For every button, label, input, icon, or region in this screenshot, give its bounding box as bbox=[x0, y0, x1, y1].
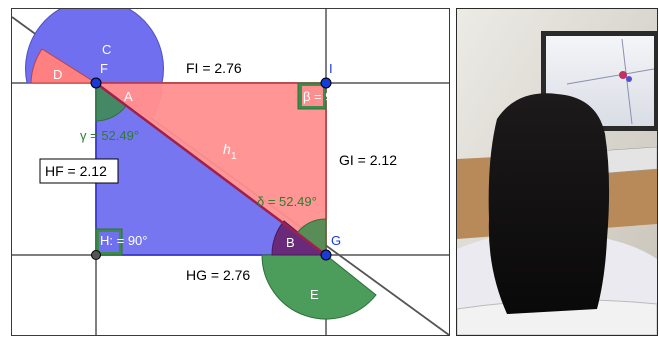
label-angle-beta: β = 90° bbox=[303, 89, 345, 104]
sector-d[interactable] bbox=[30, 48, 98, 84]
label-sector-b: B bbox=[286, 235, 295, 250]
hypotenuse-h1[interactable] bbox=[95, 81, 327, 257]
classroom-photo-drawing bbox=[457, 9, 657, 335]
screen-dot-red bbox=[619, 71, 627, 79]
label-gi: GI = 2.12 bbox=[339, 152, 397, 168]
label-sector-a: A bbox=[124, 89, 133, 104]
geogebra-canvas[interactable]: C D A B E F I G FI = 2.76 GI = 2.12 HF =… bbox=[11, 8, 450, 336]
screen-line-2 bbox=[621, 38, 633, 125]
sector-e[interactable] bbox=[261, 254, 377, 320]
right-angle-h-inner bbox=[99, 232, 119, 252]
label-angle-h: H: = 90° bbox=[100, 233, 147, 248]
point-h[interactable] bbox=[91, 250, 101, 260]
label-angle-delta: δ = 52.49° bbox=[257, 194, 317, 209]
geometry-drawing[interactable]: C D A B E F I G FI = 2.76 GI = 2.12 HF =… bbox=[12, 9, 449, 335]
label-point-g: G bbox=[331, 233, 341, 248]
label-point-f: F bbox=[100, 61, 108, 76]
label-angle-gamma: γ = 52.49° bbox=[80, 128, 139, 143]
label-hypotenuse: h bbox=[223, 141, 231, 157]
label-fi: FI = 2.76 bbox=[186, 60, 242, 76]
point-g[interactable] bbox=[320, 249, 332, 261]
label-sector-c: C bbox=[102, 42, 111, 57]
label-hypotenuse-sub: 1 bbox=[231, 151, 237, 162]
label-point-i: I bbox=[329, 61, 333, 76]
label-sector-e: E bbox=[310, 287, 319, 302]
hair bbox=[488, 93, 610, 315]
screen-dot-blue bbox=[626, 76, 632, 82]
classroom-photo bbox=[456, 8, 658, 336]
right-angle-i-inner bbox=[302, 86, 323, 106]
label-hg: HG = 2.76 bbox=[186, 267, 250, 283]
label-hf-box bbox=[39, 158, 119, 184]
screen-line bbox=[566, 68, 655, 85]
point-i[interactable] bbox=[320, 77, 332, 89]
point-f[interactable] bbox=[90, 77, 102, 89]
label-hf: HF = 2.12 bbox=[45, 163, 107, 179]
label-sector-d: D bbox=[53, 67, 62, 82]
sector-b[interactable] bbox=[271, 220, 328, 256]
